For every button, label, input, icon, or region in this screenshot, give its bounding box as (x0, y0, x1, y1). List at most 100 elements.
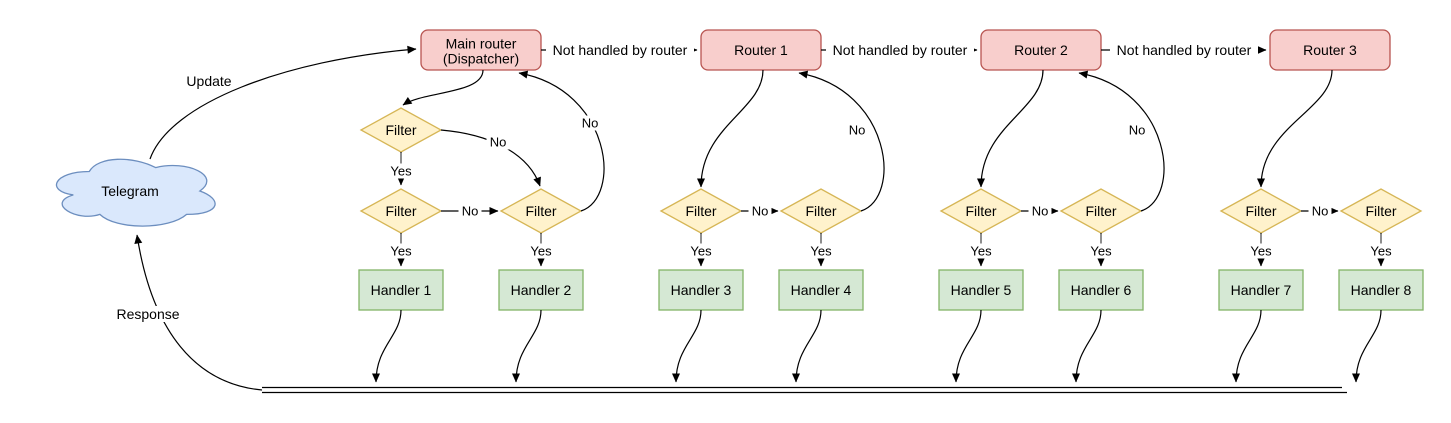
handler-4-label: Handler 4 (791, 282, 852, 298)
no-label: No (458, 203, 482, 219)
main-router-node: Main router (Dispatcher) (420, 29, 542, 71)
filter-main-right-node: Filter (499, 188, 583, 234)
handler-8-label: Handler 8 (1351, 282, 1412, 298)
filter-main-top-node: Filter (359, 107, 443, 153)
handler-box (778, 269, 864, 311)
yes-label: Yes (966, 243, 996, 259)
filter-label: Filter (1245, 203, 1276, 219)
not-handled-text: Not handled by router (833, 42, 968, 58)
filter-label: Filter (1365, 203, 1396, 219)
handler-7-label: Handler 7 (1231, 282, 1292, 298)
filter-label: Filter (385, 203, 416, 219)
router-3-node: Router 3 (1269, 29, 1391, 71)
edge-labels-layer: Not handled by router Not handled by rou… (114, 41, 1396, 322)
yes-label: Yes (806, 243, 836, 259)
update-label: Update (183, 73, 235, 89)
label-bg (806, 243, 836, 259)
handler-6-bus-edge (1072, 309, 1102, 383)
not-handled-label-2: Not handled by router (826, 41, 974, 59)
telegram-cloud: Telegram (55, 158, 216, 227)
no-text: No (1032, 204, 1049, 219)
main-router-label-line2: (Dispatcher) (443, 50, 519, 66)
handler-4-node: Handler 4 (778, 269, 864, 311)
filter-r2-right-node: Filter (1059, 188, 1143, 234)
router-1-label: Router 1 (734, 42, 788, 58)
yes-text: Yes (1250, 244, 1272, 259)
not-handled-label-3: Not handled by router (1110, 41, 1258, 59)
stubs-layer (400, 152, 1382, 244)
label-bg (686, 243, 716, 259)
filter-label: Filter (805, 203, 836, 219)
no-label: No (486, 134, 510, 150)
label-bg (966, 243, 996, 259)
filter-r3-left-node: Filter (1219, 188, 1303, 234)
yes-label: Yes (686, 243, 716, 259)
router2-to-filter-edge (977, 69, 1044, 188)
telegram-label: Telegram (101, 183, 159, 199)
handler-4-bus-edge (792, 309, 822, 383)
yes-text: Yes (1090, 244, 1112, 259)
not-handled-label-1: Not handled by router (546, 41, 694, 59)
label-bg (458, 203, 482, 219)
no-label: No (1308, 203, 1332, 219)
yes-text: Yes (970, 244, 992, 259)
yes-label: Yes (386, 243, 416, 259)
label-bg (183, 73, 235, 89)
handler-1-label: Handler 1 (371, 282, 432, 298)
filter-diamond (1339, 188, 1423, 234)
handler-1-node: Handler 1 (358, 269, 444, 311)
handler-2-node: Handler 2 (498, 269, 584, 311)
no-label: No (1028, 203, 1052, 219)
filter-r1-left-node: Filter (659, 188, 743, 234)
edges-layer (134, 45, 1385, 394)
no-text: No (1312, 204, 1329, 219)
handler-1-bus-edge (372, 309, 402, 383)
yes-text: Yes (1370, 244, 1392, 259)
filter-label: Filter (685, 203, 716, 219)
label-bg (1110, 41, 1258, 59)
not-handled-text: Not handled by router (1117, 42, 1252, 58)
yes-label: Yes (526, 243, 556, 259)
response-edge (134, 234, 263, 391)
filter-label: Filter (965, 203, 996, 219)
response-label: Response (114, 306, 182, 322)
no-label: No (748, 203, 772, 219)
router3-to-filter-edge (1257, 69, 1333, 188)
filter-label: Filter (385, 122, 416, 138)
handler-box (1058, 269, 1144, 311)
update-edge (149, 45, 417, 160)
handler-5-node: Handler 5 (938, 269, 1024, 311)
label-bg (486, 134, 510, 150)
label-bg (1366, 243, 1396, 259)
not-handled-text: Not handled by router (553, 42, 688, 58)
handler-8-bus-edge (1352, 309, 1382, 383)
filter-label: Filter (525, 203, 556, 219)
no-text: No (752, 204, 769, 219)
label-bg (1125, 122, 1149, 138)
handler-2-label: Handler 2 (511, 282, 572, 298)
response-text: Response (116, 306, 179, 322)
handler-3-label: Handler 3 (671, 282, 732, 298)
label-bg (578, 115, 602, 131)
label-bg (546, 41, 694, 59)
router-2-label: Router 2 (1014, 42, 1068, 58)
label-bg (386, 163, 416, 179)
handler-box (1218, 269, 1304, 311)
no-text: No (849, 123, 866, 138)
handler-box (358, 269, 444, 311)
yes-label: Yes (386, 163, 416, 179)
label-bg (1246, 243, 1276, 259)
handler-box (498, 269, 584, 311)
cloud-shape (55, 158, 216, 227)
label-bg (748, 203, 772, 219)
update-text: Update (186, 73, 231, 89)
handler-3-node: Handler 3 (658, 269, 744, 311)
no-text: No (490, 135, 507, 150)
router1-to-filter-edge (697, 69, 764, 188)
handler-8-node: Handler 8 (1338, 269, 1424, 311)
yes-label: Yes (1366, 243, 1396, 259)
handler-6-node: Handler 6 (1058, 269, 1144, 311)
handler-box (1338, 269, 1424, 311)
